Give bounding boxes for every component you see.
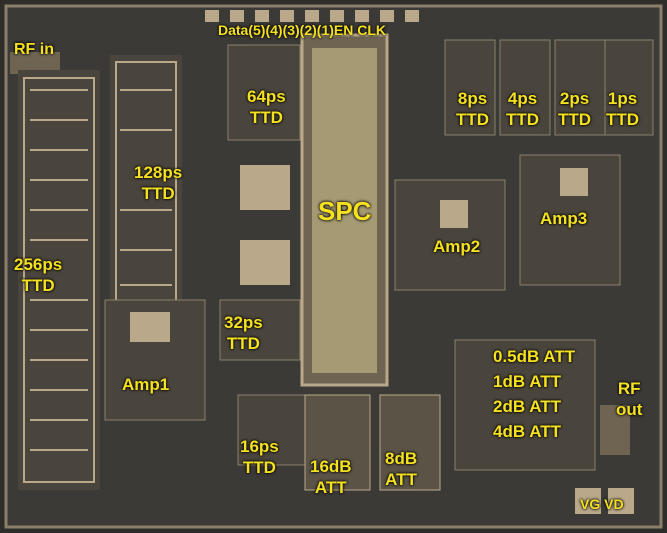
amp2-transistor bbox=[440, 200, 468, 228]
att-16-block bbox=[304, 394, 371, 491]
ttd-64-block bbox=[227, 44, 301, 141]
switch-block-b bbox=[240, 240, 290, 285]
amp3-transistor bbox=[560, 168, 588, 196]
att-stack-block bbox=[454, 339, 596, 471]
label-rf-in: RF in bbox=[14, 41, 54, 58]
rf-in-pad bbox=[10, 52, 60, 74]
att-8-block bbox=[379, 394, 441, 491]
amp2-block bbox=[394, 179, 506, 291]
label-data-bus: Data(5)(4)(3)(2)(1)EN CLK bbox=[218, 22, 387, 38]
vd-pad bbox=[608, 488, 634, 514]
top-pads bbox=[205, 10, 419, 22]
ttd-32-block bbox=[219, 299, 301, 361]
label-amp3: Amp3 bbox=[540, 209, 588, 228]
rf-out-pad bbox=[600, 405, 630, 455]
label-amp1: Amp1 bbox=[122, 375, 170, 394]
fine-ttd-row bbox=[444, 39, 654, 136]
label-spc: SPC bbox=[318, 196, 372, 226]
label-amp2: Amp2 bbox=[433, 237, 481, 256]
amp1-transistor bbox=[130, 312, 170, 342]
label-att-stack: 0.5dB ATT 1dB ATT 2dB ATT 4dB ATT bbox=[493, 347, 576, 441]
ttd-128-line bbox=[110, 55, 182, 315]
switch-block-a bbox=[240, 165, 290, 210]
label-vg-vd: VG VD bbox=[580, 496, 624, 512]
spc-block bbox=[300, 33, 389, 387]
ttd-256-line bbox=[18, 70, 100, 490]
vg-pad bbox=[575, 488, 601, 514]
